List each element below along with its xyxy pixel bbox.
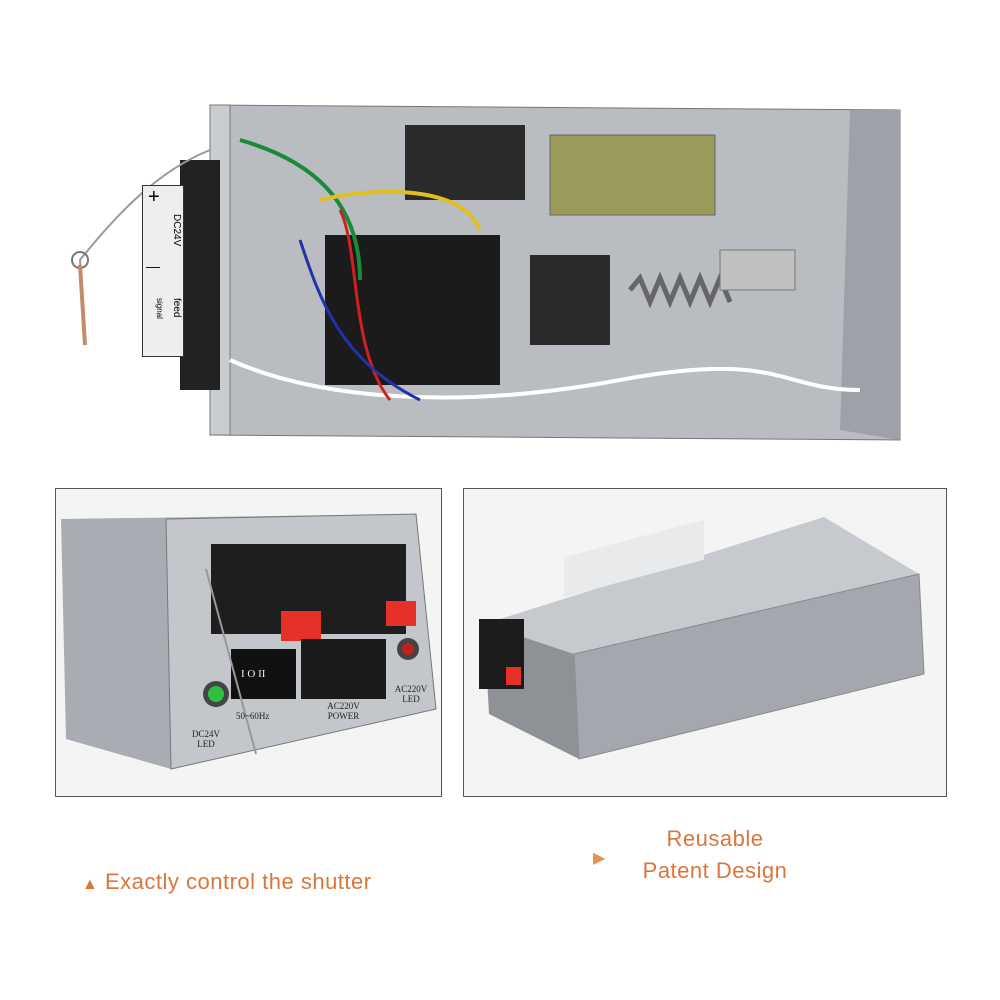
closed-box-photo bbox=[463, 488, 947, 797]
caption-reusable: Reusable bbox=[666, 826, 764, 851]
power-label-plate: + DC24V — feed signal bbox=[142, 185, 184, 357]
voltage-label: DC24V bbox=[171, 214, 182, 247]
device-internal-photo: + DC24V — feed signal bbox=[60, 100, 940, 450]
front-panel-photo: I O II DC24V LED 50~60Hz AC220V POWER AC… bbox=[55, 488, 442, 797]
triangle-right-icon: ▶ bbox=[593, 850, 606, 867]
signal-label: signal bbox=[155, 298, 164, 319]
caption-left-text: Exactly control the shutter bbox=[104, 869, 372, 894]
dc-led-label: DC24V LED bbox=[191, 729, 220, 749]
triangle-up-icon: ▲ bbox=[82, 876, 99, 893]
front-panel-illustration bbox=[61, 513, 437, 770]
ac-led-label: AC220V LED bbox=[394, 684, 428, 704]
plus-label: + bbox=[148, 186, 160, 208]
minus-label: — bbox=[146, 258, 160, 274]
switch-label: I O II bbox=[241, 668, 266, 680]
device-internal-illustration bbox=[71, 104, 901, 441]
feed-label: feed bbox=[171, 298, 182, 318]
caption-exactly-control: ▲ Exactly control the shutter bbox=[82, 869, 372, 895]
caption-patent-design: Patent Design bbox=[642, 858, 788, 883]
ac-power-label: AC220V POWER bbox=[327, 701, 360, 721]
closed-box-illustration bbox=[479, 517, 925, 760]
frequency-label: 50~60Hz bbox=[236, 711, 270, 721]
